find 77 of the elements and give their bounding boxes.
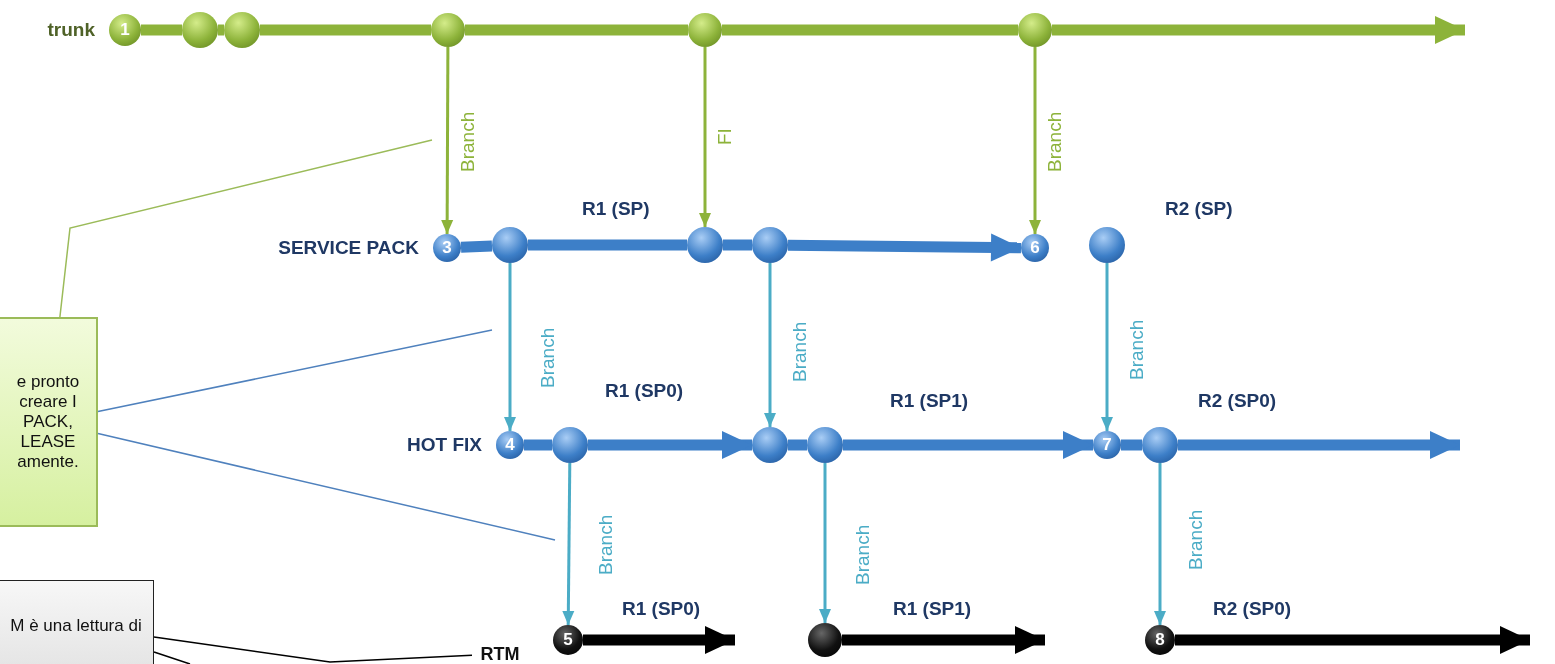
node-circle <box>807 427 843 463</box>
edge-label: Branch <box>1127 319 1146 380</box>
edge-label: Branch <box>853 524 872 585</box>
arrow <box>504 263 516 431</box>
timeline-arrow <box>843 431 1093 459</box>
node-circle <box>431 13 465 47</box>
node-circle: 3 <box>433 234 461 262</box>
arrow <box>819 463 831 623</box>
node-circle <box>688 13 722 47</box>
timeline-bar <box>723 239 752 251</box>
release-label: R1 (SP1) <box>893 598 972 620</box>
edge-label: Branch <box>1186 509 1205 570</box>
timeline-arrow <box>583 626 735 654</box>
release-label: R2 (SP0) <box>1198 390 1277 412</box>
lane-label: HOT FIX <box>407 434 482 456</box>
callout-box: e pronto creare I PACK, LEASE amente. <box>0 317 98 527</box>
timeline-arrow <box>588 431 752 459</box>
edge-label: Branch <box>596 514 615 575</box>
timeline-bar <box>1121 439 1142 451</box>
leader-line <box>59 139 433 318</box>
release-label: R1 (SP0) <box>605 380 684 402</box>
edge-label: Branch <box>1045 111 1064 172</box>
arrow <box>1101 263 1113 431</box>
release-label: R2 (SP) <box>1165 198 1233 220</box>
arrow <box>699 47 711 227</box>
arrow <box>441 47 454 234</box>
node-circle <box>1089 227 1125 263</box>
node-circle <box>752 227 788 263</box>
node-circle <box>808 623 842 657</box>
leader-line <box>97 432 556 541</box>
timeline-bar <box>528 239 687 251</box>
node-circle: 7 <box>1093 431 1121 459</box>
node-circle <box>552 427 588 463</box>
node-circle: 1 <box>109 14 141 46</box>
edge-label: Branch <box>458 111 477 172</box>
node-circle: 6 <box>1021 234 1049 262</box>
timeline-arrow <box>842 626 1045 654</box>
timeline-arrow <box>1175 626 1530 654</box>
edge-label: Branch <box>790 321 809 382</box>
lane-label: trunk <box>47 19 95 41</box>
node-circle <box>687 227 723 263</box>
node-circle <box>492 227 528 263</box>
release-label: R1 (SP0) <box>622 598 701 620</box>
node-circle <box>752 427 788 463</box>
release-label: R1 (SP) <box>582 198 650 220</box>
node-circle <box>1142 427 1178 463</box>
node-circle: 5 <box>553 625 583 655</box>
lane-label: RTM <box>472 644 528 664</box>
timeline-arrow <box>1052 16 1465 44</box>
lane-label: SERVICE PACK <box>278 237 419 259</box>
leader-line <box>153 636 473 663</box>
callout-box: M è una lettura di <box>0 580 154 664</box>
timeline-bar <box>260 24 431 36</box>
timeline-bar <box>218 24 224 36</box>
node-circle <box>182 12 218 48</box>
node-circle: 4 <box>496 431 524 459</box>
timeline-bar <box>722 24 1018 36</box>
timeline-bar <box>141 24 182 36</box>
node-circle <box>1018 13 1052 47</box>
timeline-bar <box>465 24 688 36</box>
arrow <box>1029 47 1041 234</box>
timeline-arrow <box>1178 431 1460 459</box>
timeline-bar <box>788 439 807 451</box>
timeline-bar <box>524 439 552 451</box>
arrow <box>562 463 575 625</box>
node-circle <box>224 12 260 48</box>
arrow <box>1154 463 1166 625</box>
release-label: R2 (SP0) <box>1213 598 1292 620</box>
edge-label: FI <box>715 128 734 145</box>
release-label: R1 (SP1) <box>890 390 969 412</box>
leader-line <box>153 651 191 664</box>
arrow <box>764 263 776 427</box>
node-circle: 8 <box>1145 625 1175 655</box>
edge-label: Branch <box>538 327 557 388</box>
leader-line <box>97 329 493 413</box>
timeline-bar <box>460 240 493 253</box>
timeline-arrow <box>787 233 1022 262</box>
